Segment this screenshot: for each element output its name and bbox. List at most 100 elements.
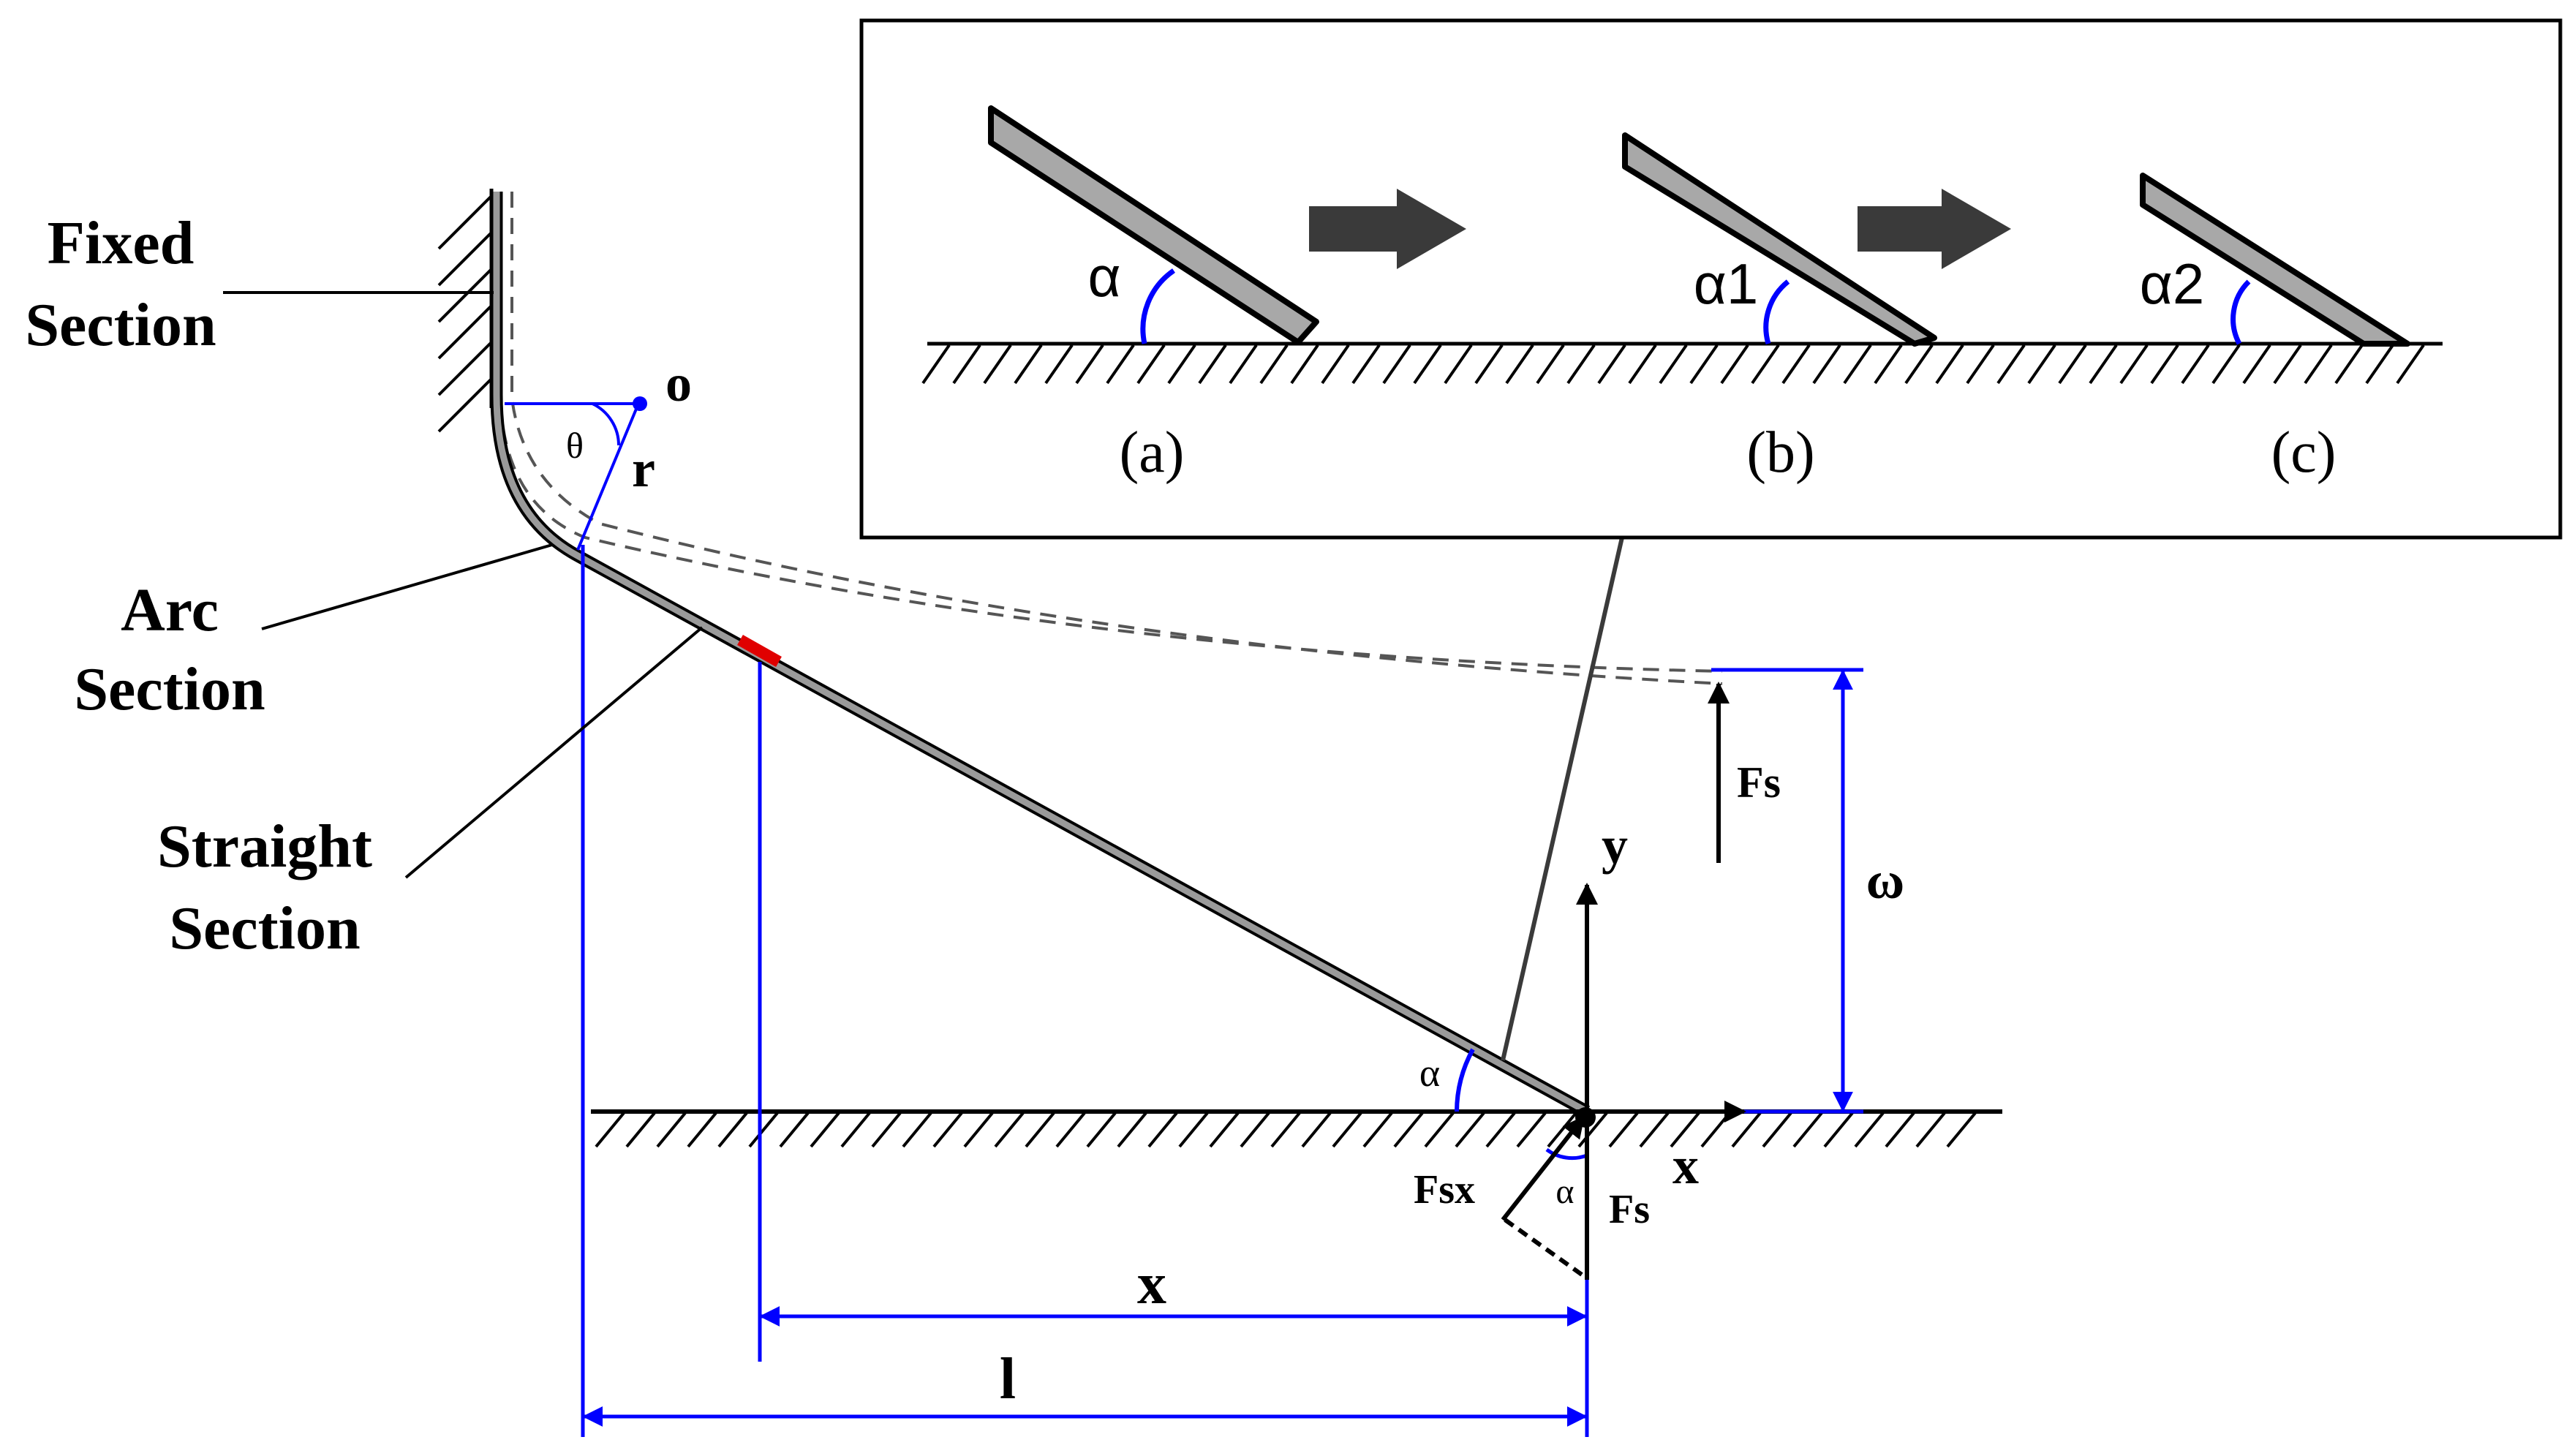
hatch-mark xyxy=(840,1112,871,1148)
hatch-mark xyxy=(1689,344,1719,385)
hatch-mark xyxy=(871,1112,902,1148)
alpha-force-angle-arc xyxy=(1545,1147,1588,1161)
hatch-mark xyxy=(687,1112,717,1148)
hatch-mark xyxy=(2119,344,2149,385)
undeformed-spring-dashed xyxy=(499,192,1723,685)
hatch-mark xyxy=(952,344,981,385)
label-fixed-section-2: Section xyxy=(25,291,216,359)
label-fs-bottom: Fs xyxy=(1609,1187,1650,1232)
hatch-mark xyxy=(1117,1112,1147,1148)
label-dim-l: l xyxy=(1000,1347,1016,1411)
hatch-mark xyxy=(1700,1112,1731,1148)
hatch-mark xyxy=(1198,344,1227,385)
inset-angle-alpha2: α2 xyxy=(2140,252,2204,316)
hatch-mark xyxy=(1086,1112,1117,1148)
hatch-mark xyxy=(1874,344,1903,385)
fsx-arrow xyxy=(1501,1115,1585,1221)
ground xyxy=(591,1109,2002,1148)
hatch-mark xyxy=(1424,1112,1455,1148)
hatch-mark xyxy=(2334,344,2364,385)
hatch-mark xyxy=(1812,344,1841,385)
force-dashed-component xyxy=(1504,1218,1588,1280)
dimension-lines xyxy=(581,545,1863,1437)
hatch-mark xyxy=(1720,344,1749,385)
hatch-mark xyxy=(902,1112,932,1148)
hatch-mark xyxy=(1044,344,1074,385)
hatch-mark xyxy=(1382,344,1411,385)
hatch-mark xyxy=(963,1112,994,1148)
label-fixed-section-1: Fixed xyxy=(48,209,195,277)
hatch-mark xyxy=(1393,1112,1424,1148)
hatch-mark xyxy=(1351,344,1381,385)
label-alpha-main: α xyxy=(1419,1051,1440,1095)
hatch-mark xyxy=(1209,1112,1240,1148)
hatch-mark xyxy=(1946,1112,1977,1148)
hatch-mark xyxy=(1025,1112,1055,1148)
hatch-mark xyxy=(1301,1112,1332,1148)
hatch-mark xyxy=(2181,344,2210,385)
inset-spring-a xyxy=(988,105,1319,345)
label-fs-top: Fs xyxy=(1737,758,1781,807)
hatch-mark xyxy=(2396,344,2425,385)
hatch-mark xyxy=(1885,1112,1915,1148)
hatch-mark xyxy=(1229,344,1258,385)
hatch-mark xyxy=(2211,344,2241,385)
hatch-mark xyxy=(1167,344,1196,385)
hatch-mark xyxy=(1628,344,1657,385)
inset-caption-b: (b) xyxy=(1746,420,1814,485)
hatch-mark xyxy=(1516,1112,1547,1148)
forces-and-axes xyxy=(1501,682,1746,1280)
hatch-mark xyxy=(656,1112,687,1148)
hatch-mark xyxy=(2058,344,2087,385)
hatch-mark xyxy=(1055,1112,1086,1148)
hatch-mark xyxy=(2027,344,2056,385)
hatch-mark xyxy=(1659,344,1688,385)
hatch-mark xyxy=(983,344,1012,385)
hatch-mark xyxy=(1792,1112,1823,1148)
hatch-mark xyxy=(1413,344,1442,385)
hatch-mark xyxy=(1608,1112,1639,1148)
hatch-mark xyxy=(1597,344,1626,385)
hatch-mark xyxy=(2304,344,2333,385)
hatch-mark xyxy=(1332,1112,1362,1148)
label-axis-x: x xyxy=(1672,1136,1699,1195)
hatch-mark xyxy=(1362,1112,1393,1148)
hatch-mark xyxy=(1762,1112,1792,1148)
inset-spring-b xyxy=(1622,132,1937,347)
hatch-mark xyxy=(1505,344,1534,385)
inset-angle-alpha: α xyxy=(1087,244,1120,309)
contact-marker xyxy=(737,635,782,667)
arc-geometry xyxy=(505,402,640,551)
hatch-mark xyxy=(1290,344,1319,385)
inset-arrow-bc xyxy=(1858,189,2011,269)
hatch-mark xyxy=(1751,344,1780,385)
inset-arrow-ab xyxy=(1309,189,1466,269)
hatch-mark xyxy=(717,1112,748,1148)
hatch-mark xyxy=(1270,1112,1301,1148)
hatch-mark xyxy=(1136,344,1166,385)
inset-caption-a: (a) xyxy=(1120,420,1185,485)
label-straight-section-2: Section xyxy=(169,894,360,962)
hatch-mark xyxy=(1147,1112,1178,1148)
label-arc-section-1: Arc xyxy=(121,576,219,644)
inset-spring-c xyxy=(2140,173,2410,347)
hatch-mark xyxy=(1823,1112,1854,1148)
label-radius-r: r xyxy=(632,440,655,498)
hatch-mark xyxy=(1843,344,1872,385)
label-alpha-force: α xyxy=(1555,1172,1574,1211)
label-straight-section-1: Straight xyxy=(157,812,372,880)
hatch-mark xyxy=(1014,344,1043,385)
inset-angle-alpha1: α1 xyxy=(1694,252,1758,316)
deformed-spring xyxy=(490,192,1591,1117)
hatch-mark xyxy=(1781,344,1811,385)
label-axis-y: y xyxy=(1602,816,1628,875)
hatch-mark xyxy=(625,1112,656,1148)
hatch-mark xyxy=(1731,1112,1762,1148)
hatch-mark xyxy=(1577,1112,1608,1148)
hatch-mark xyxy=(1075,344,1104,385)
hatch-mark xyxy=(1106,344,1135,385)
hatch-mark xyxy=(2273,344,2302,385)
hatch-mark xyxy=(1444,344,1473,385)
hatch-mark xyxy=(1178,1112,1209,1148)
hatch-mark xyxy=(779,1112,810,1148)
